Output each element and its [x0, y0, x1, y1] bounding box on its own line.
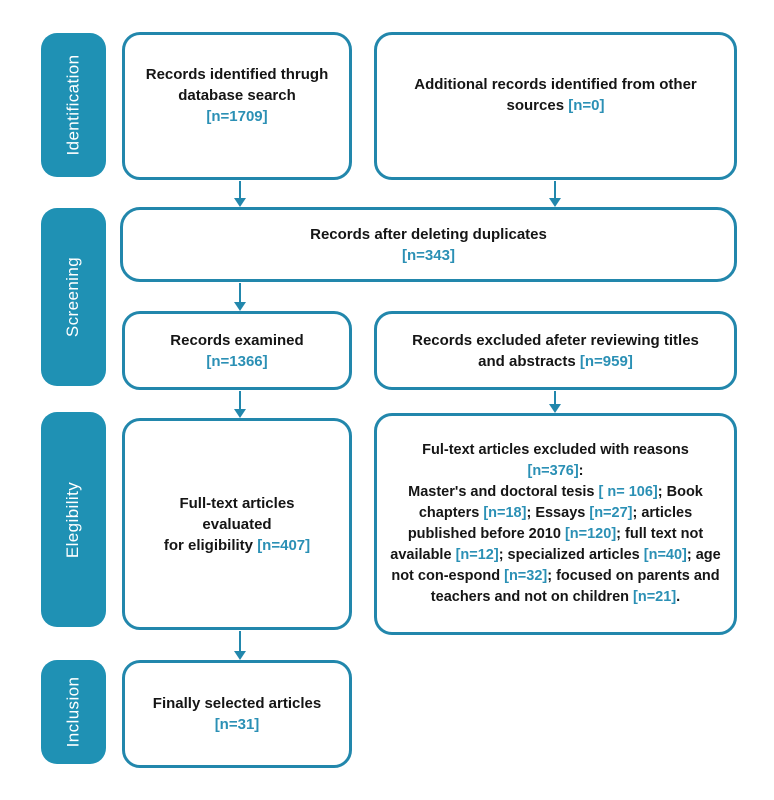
node-additional-records-text: Additional records identified from other…	[414, 76, 697, 114]
arrow-head-icon	[234, 302, 246, 311]
arrow-head-icon	[234, 409, 246, 418]
stage-label-elegibility: Elegibility	[41, 412, 106, 627]
arrow-stem	[238, 283, 242, 303]
stage-label-screening: Screening	[41, 208, 106, 386]
arrow-stem	[238, 391, 242, 410]
stage-label-identification: Identification	[41, 33, 106, 177]
node-records-after-duplicates: Records after deleting duplicates [n=343…	[120, 207, 737, 282]
arrow-stem	[553, 391, 557, 405]
node-additional-records: Additional records identified from other…	[374, 32, 737, 180]
stage-label-elegibility-text: Elegibility	[63, 481, 83, 558]
arrow-stem	[238, 631, 242, 652]
arrow-identified-to-duplicates	[234, 181, 246, 207]
node-finally-selected: Finally selected articles [n=31]	[122, 660, 352, 768]
node-fulltext-evaluated: Full-text articles evaluated for eligibi…	[122, 418, 352, 630]
arrow-fulltext-to-included	[234, 631, 246, 660]
arrow-head-icon	[549, 404, 561, 413]
node-fulltext-excluded: Ful-text articles excluded with reasons …	[374, 413, 737, 635]
arrow-head-icon	[234, 651, 246, 660]
arrow-head-icon	[234, 198, 246, 207]
node-records-examined-text: Records examined [n=1366]	[170, 331, 304, 370]
stage-label-identification-text: Identification	[63, 54, 83, 156]
stage-label-screening-text: Screening	[63, 256, 83, 338]
arrow-additional-to-duplicates	[549, 181, 561, 207]
arrow-stem	[553, 181, 557, 199]
node-fulltext-evaluated-text: Full-text articles evaluated for eligibi…	[163, 494, 311, 554]
arrow-duplicates-to-examined	[234, 283, 246, 311]
node-fulltext-excluded-text: Ful-text articles excluded with reasons …	[390, 441, 721, 606]
arrow-stem	[238, 181, 242, 199]
node-records-identified: Records identified thrugh database searc…	[122, 32, 352, 180]
arrow-head-icon	[549, 198, 561, 207]
node-records-identified-text: Records identified thrugh database searc…	[145, 65, 329, 125]
node-records-excluded-titles-text: Records excluded afeter reviewing titles…	[412, 331, 699, 370]
stage-label-inclusion: Inclusion	[41, 660, 106, 764]
node-records-excluded-titles: Records excluded afeter reviewing titles…	[374, 311, 737, 390]
node-records-after-duplicates-text: Records after deleting duplicates [n=343…	[310, 225, 547, 264]
node-finally-selected-text: Finally selected articles [n=31]	[152, 695, 322, 733]
arrow-excluded-titles-to-fulltext-excluded	[549, 391, 561, 413]
stage-label-inclusion-text: Inclusion	[63, 676, 83, 748]
node-records-examined: Records examined [n=1366]	[122, 311, 352, 390]
arrow-examined-to-fulltext	[234, 391, 246, 418]
